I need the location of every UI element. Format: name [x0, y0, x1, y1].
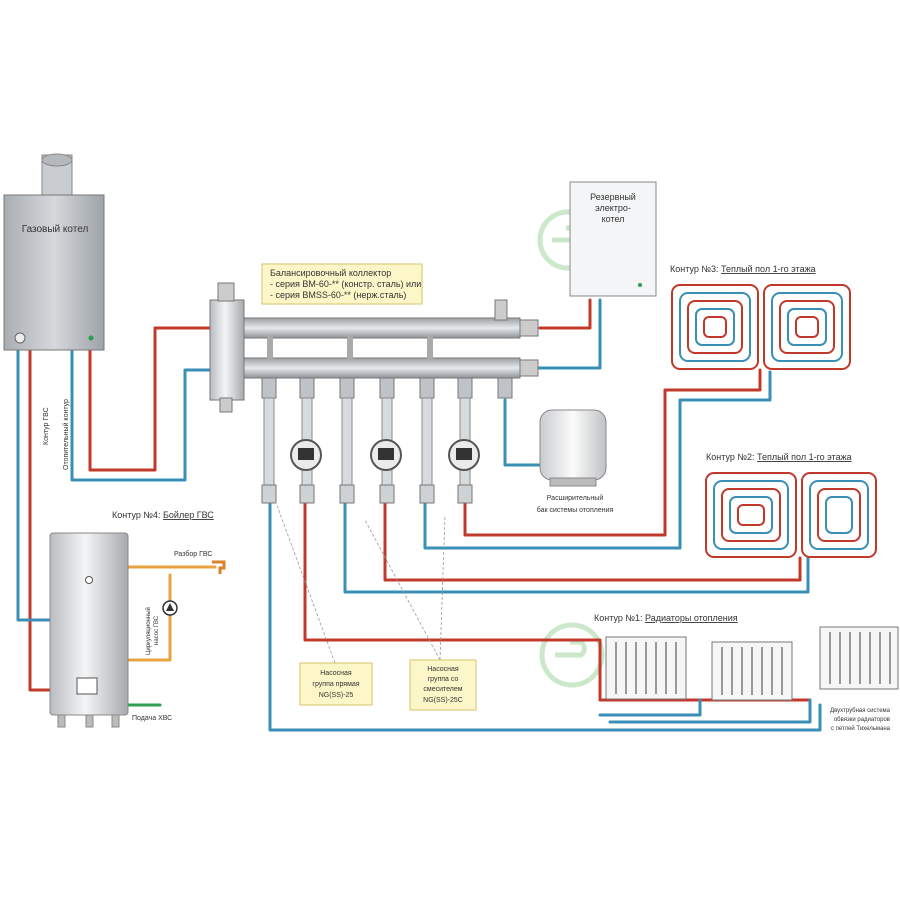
dhw-draw-off-label: Разбор ГВС	[174, 550, 212, 558]
svg-text:NG(SS)-25C: NG(SS)-25C	[423, 697, 463, 704]
dhw-pump-icon	[162, 600, 178, 616]
cold-supply-label: Подача ХВС	[132, 715, 172, 722]
radiator-icon	[711, 641, 793, 701]
eboiler-line3: котел	[602, 214, 625, 224]
pipe-boiler-return	[70, 338, 212, 482]
floor-loop-c3	[671, 284, 851, 370]
svg-text:Насосная: Насосная	[320, 670, 352, 677]
svg-text:обвязки радиаторов: обвязки радиаторов	[834, 717, 890, 723]
pointer-lines	[274, 499, 446, 664]
svg-text:NG(SS)-25: NG(SS)-25	[319, 692, 354, 699]
eboiler-line2: электро-	[595, 203, 631, 213]
pipe-dhw-return	[16, 338, 52, 622]
pipe-c2-return	[343, 498, 810, 594]
svg-text:Двухтрубная система: Двухтрубная система	[830, 708, 891, 714]
pipe-dhw-supply	[28, 338, 52, 692]
pump-group-direct-callout: Насосная группа прямая NG(SS)-25	[299, 662, 373, 706]
pump-groups	[261, 397, 480, 504]
circulation-pump-icon	[448, 439, 480, 471]
floor-loop-c2	[705, 472, 877, 558]
expansion-tank: Расширительный бак системы отопления	[537, 409, 614, 514]
pipe-expansion	[503, 398, 542, 467]
circulation-pump-icon	[370, 439, 402, 471]
collector-line1: - серия ВМ-60-** (констр. сталь) или	[270, 279, 421, 289]
collector-callout: Балансировочный коллектор - серия ВМ-60-…	[261, 263, 423, 305]
pump-group-mixer-callout: Насосная группа со смесителем NG(SS)-25C	[409, 659, 477, 711]
dhw-pump-line1: Циркуляционный	[145, 607, 152, 655]
svg-text:Насосная: Насосная	[427, 666, 459, 673]
pipe-c3-return	[423, 370, 772, 550]
radiator-icon	[819, 626, 899, 690]
tank-line1: Расширительный	[547, 494, 604, 502]
circuit3-label: Контур №3: Теплый пол 1-го этажа	[670, 264, 816, 274]
pipe-eboiler-return	[518, 298, 602, 370]
radiators	[605, 626, 899, 701]
pipe-c1-return	[268, 498, 822, 732]
gas-boiler: Газовый котел	[3, 153, 105, 351]
circuit2-label: Контур №2: Теплый пол 1-го этажа	[706, 452, 852, 462]
label-heating-circuit: Отопительный контур	[62, 399, 70, 470]
pipes	[16, 298, 822, 732]
svg-text:группа со: группа со	[428, 676, 459, 683]
pipe-eboiler-supply	[538, 298, 592, 330]
circulation-pump-icon	[290, 439, 322, 471]
svg-text:смесителем: смесителем	[423, 686, 462, 693]
boiler-title: Газовый котел	[22, 224, 89, 235]
collector-line2: - серия BMSS-60-** (нерж.сталь)	[270, 290, 406, 300]
label-dhw-circuit: Контур ГВС	[43, 407, 50, 445]
pipe-c1-supply	[303, 498, 812, 702]
electric-boiler: Резервный электро- котел	[569, 181, 657, 297]
tap-icon	[212, 560, 226, 574]
circuit1-label: Контур №1: Радиаторы отопления	[594, 613, 738, 623]
radiator-icon	[605, 636, 687, 700]
balancing-collector	[209, 282, 539, 413]
watermark-logo	[539, 622, 605, 688]
radiator-note: Двухтрубная система обвязки радиаторов с…	[830, 708, 891, 732]
pipe-boiler-supply	[88, 326, 212, 472]
svg-text:с петлей Тихельмана: с петлей Тихельмана	[831, 725, 891, 732]
circuit4-label: Контур №4: Бойлер ГВС	[112, 510, 214, 520]
svg-text:группа прямая: группа прямая	[312, 681, 359, 688]
dhw-cylinder	[49, 532, 129, 728]
pipe-c2-supply	[383, 498, 802, 582]
dhw-pump-line2: насос ГВС	[154, 615, 160, 645]
pipe-c3-supply	[463, 368, 762, 537]
eboiler-line1: Резервный	[590, 192, 636, 202]
tank-line2: бак системы отопления	[537, 506, 614, 514]
collector-title: Балансировочный коллектор	[270, 268, 391, 278]
